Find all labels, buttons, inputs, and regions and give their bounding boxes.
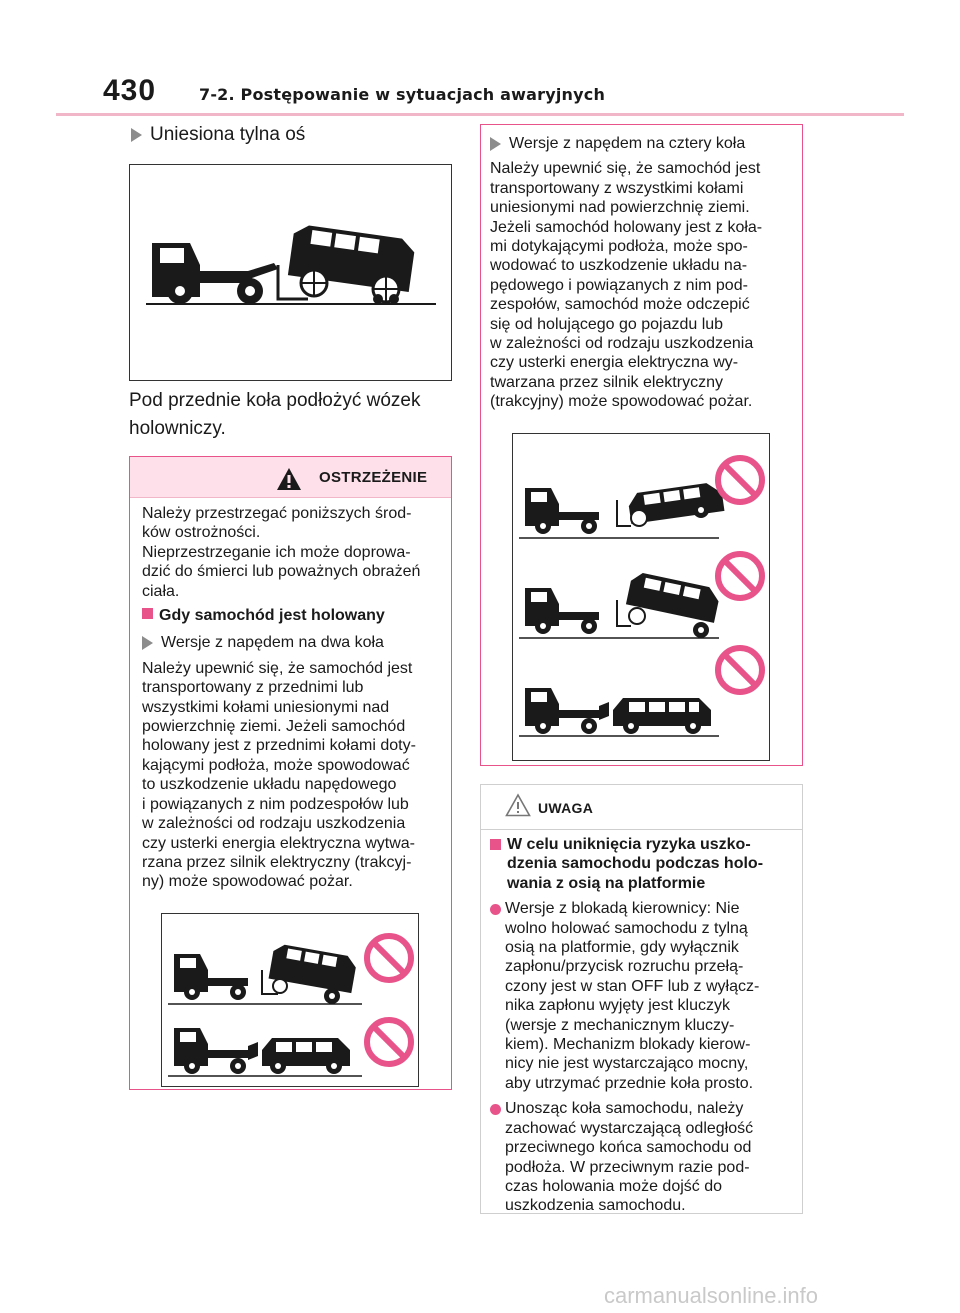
- tow-scenario-3: [519, 645, 765, 737]
- tow-truck-dolly-illustration: [146, 225, 436, 305]
- caution-content: W celu uniknięcia ryzyka uszko- dzenia s…: [490, 835, 798, 1216]
- header-rule: [56, 113, 904, 116]
- tow-scenario-2: [519, 551, 765, 639]
- caution-header: UWAGA: [481, 785, 802, 830]
- four-wd-body: Należy upewnić się, że samochód jest tra…: [490, 160, 763, 411]
- tow-scenario-2: [168, 1017, 414, 1077]
- prohibited-sign-icon: [715, 551, 765, 601]
- page-number: 430: [103, 74, 157, 107]
- tow-scenario-1: [519, 455, 765, 539]
- square-bullet-icon: [490, 839, 501, 850]
- warning-title: OSTRZEŻENIE: [319, 469, 428, 486]
- triangle-bullet-icon: [490, 136, 501, 151]
- caution-heading: W celu uniknięcia ryzyka uszko- dzenia s…: [490, 835, 798, 893]
- figure-2wd-prohibited: [161, 913, 419, 1087]
- warning-subheading: Wersje z napędem na dwa koła: [142, 633, 447, 652]
- triangle-bullet-icon: [142, 636, 153, 651]
- caution-title: UWAGA: [538, 800, 594, 816]
- prohibited-sign-icon: [364, 1017, 414, 1067]
- prohibited-sign-icon: [715, 455, 765, 505]
- caution-bullet-steering-lock: Wersje z blokadą kierownicy: Nie wolno h…: [490, 899, 798, 1093]
- triangle-bullet-icon: [131, 127, 142, 142]
- warning-section-heading: Gdy samochód jest holowany: [142, 606, 447, 625]
- subheading-rear-axle: Uniesiona tylna oś: [131, 124, 305, 146]
- watermark: carmanualsonline.info: [604, 1283, 819, 1308]
- prohibited-sign-icon: [715, 645, 765, 695]
- four-wheel-drive-box: Wersje z napędem na cztery koła Należy u…: [480, 124, 803, 766]
- four-wd-content: Wersje z napędem na cztery koła Należy u…: [490, 134, 798, 412]
- prohibited-towing-4wd-illustration: [519, 455, 765, 737]
- prohibited-sign-icon: [364, 933, 414, 983]
- figure-4wd-prohibited: [512, 433, 770, 761]
- round-bullet-icon: [490, 904, 501, 916]
- caution-box: UWAGA W celu uniknięcia ryzyka uszko- dz…: [480, 784, 803, 1214]
- round-bullet-icon: [490, 1104, 501, 1116]
- warning-content: Należy przestrzegać poniższych środ- ków…: [142, 504, 447, 892]
- prohibited-towing-2wd-illustration: [168, 933, 414, 1077]
- warning-body: Należy upewnić się, że samochód jest tra…: [142, 659, 416, 891]
- page-header: 430 7-2. Postępowanie w sytuacjach awary…: [0, 0, 960, 120]
- square-bullet-icon: [142, 608, 153, 620]
- four-wd-subheading: Wersje z napędem na cztery koła: [490, 134, 798, 153]
- caution-triangle-icon: [505, 793, 531, 817]
- warning-triangle-icon: [277, 468, 301, 490]
- figure-rear-axle-raised: [129, 164, 452, 381]
- section-title: 7-2. Postępowanie w sytuacjach awaryjnyc…: [199, 85, 606, 104]
- caution-bullet-clearance: Unosząc koła samochodu, należy zachować …: [490, 1099, 798, 1215]
- warning-box: OSTRZEŻENIE Należy przestrzegać poniższy…: [129, 456, 452, 1090]
- warning-header: OSTRZEŻENIE: [130, 457, 451, 498]
- tow-scenario-1: [168, 933, 414, 1005]
- instruction-text: Pod przednie koła podłożyć wózek holowni…: [129, 390, 421, 439]
